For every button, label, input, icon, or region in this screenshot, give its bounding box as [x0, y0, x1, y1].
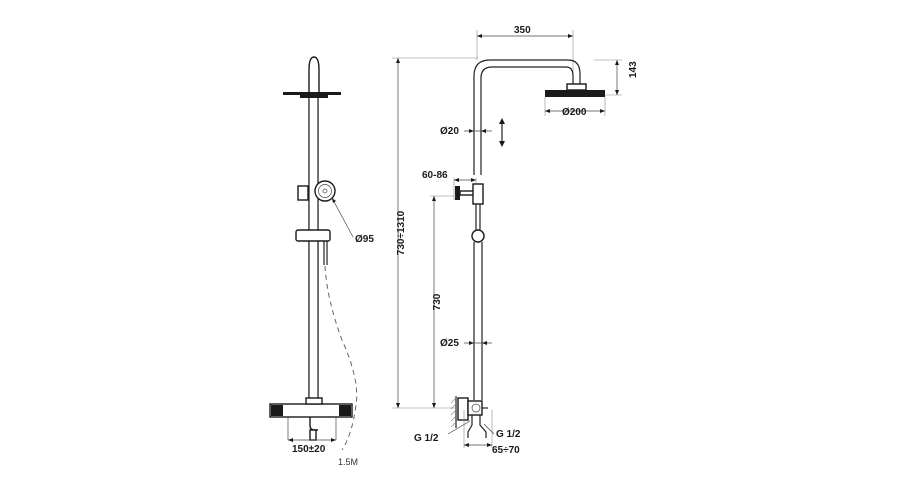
label-pipe-top-diameter: Ø20	[440, 126, 459, 137]
side-outlet-right	[479, 415, 487, 438]
front-view: Ø95 150±20 1.5M	[269, 56, 374, 467]
front-mixer-handle-left	[271, 405, 283, 416]
front-head-base	[300, 95, 328, 98]
leader-inlet-right	[483, 423, 495, 435]
side-holder-cup	[455, 186, 460, 200]
leader-hand-shower	[331, 197, 354, 238]
label-inlet-spacing: 65÷70	[492, 445, 520, 456]
label-inlet-left: G 1/2	[414, 433, 439, 444]
front-mixer-handle-right	[339, 405, 351, 416]
label-head-width: 350	[514, 25, 531, 36]
label-pipe-bottom-diameter: Ø25	[440, 338, 459, 349]
label-head-height: 143	[628, 61, 639, 78]
side-head-connector	[566, 83, 587, 91]
side-arm-inner	[480, 66, 574, 150]
label-head-diameter: Ø200	[562, 107, 587, 118]
label-total-height: 730÷1310	[396, 210, 407, 255]
label-hose-length: 1.5M	[338, 457, 358, 467]
front-gooseneck	[308, 56, 320, 92]
leader-inlet-left	[447, 420, 471, 435]
label-mixer-spacing: 150±20	[292, 444, 326, 455]
label-lower-height: 730	[432, 293, 443, 310]
front-head-plate	[283, 92, 341, 95]
side-outlet-left	[467, 415, 473, 438]
front-spout	[309, 417, 318, 431]
hand-shower-icon	[314, 180, 336, 202]
front-holder-slider	[297, 185, 309, 201]
front-lower-bracket	[295, 229, 331, 242]
side-ball-joint	[471, 229, 485, 243]
side-mixer-flange	[457, 397, 469, 421]
label-inlet-right: G 1/2	[496, 429, 521, 440]
side-view: 350 143 Ø200 Ø20	[392, 25, 639, 456]
hose-dashed-path	[324, 265, 358, 451]
side-holder-slider	[472, 183, 484, 205]
label-hand-shower-diameter: Ø95	[355, 234, 374, 245]
side-arm-outer	[473, 59, 581, 150]
side-head-plate	[545, 90, 605, 97]
label-bracket-range: 60-86	[422, 170, 448, 181]
